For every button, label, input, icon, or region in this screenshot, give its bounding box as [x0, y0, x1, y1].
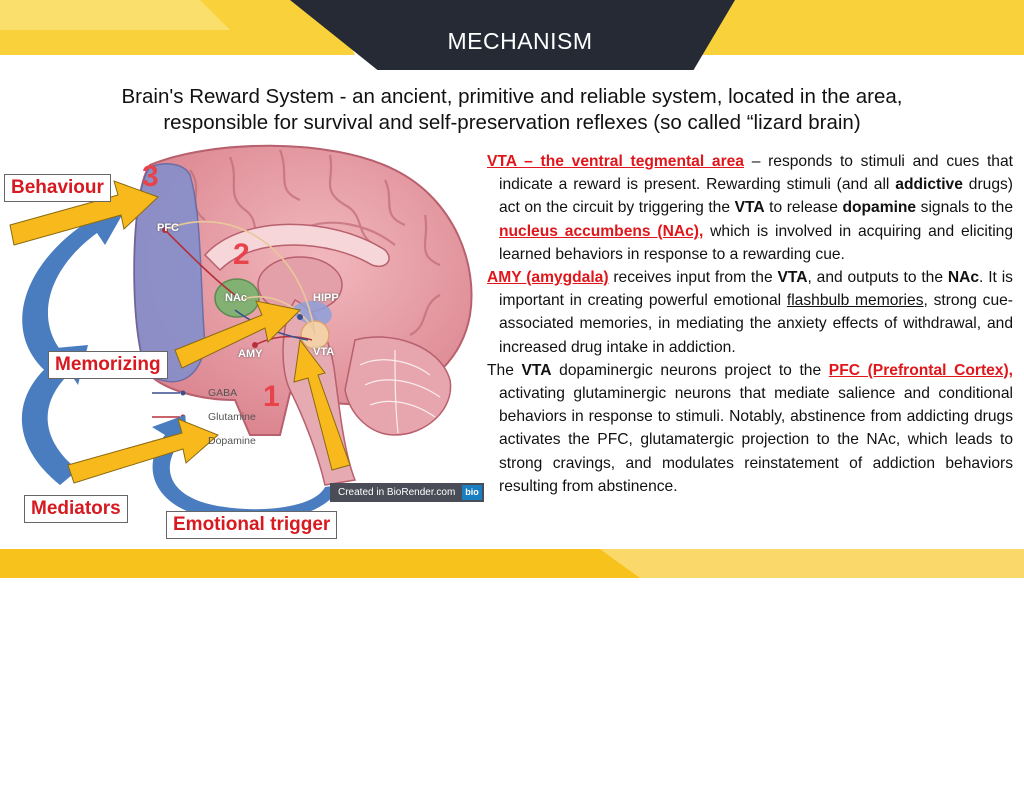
text-span: . It is important in creating powerful e… — [499, 269, 1013, 310]
text-span: dopaminergic neurons project to the — [551, 361, 829, 379]
legend-gaba: GABA — [208, 387, 238, 399]
yellow-arrow-trigger — [293, 338, 351, 471]
bold-dopamine: dopamine — [842, 199, 917, 217]
term-pfc: PFC (Prefrontal Cortex), — [828, 361, 1014, 379]
paragraph-vta: VTA – the ventral tegmental area – respo… — [487, 150, 1013, 266]
legend-dopamine: Dopamine — [208, 435, 256, 447]
bold-vta: VTA — [734, 199, 765, 217]
bold-vta: VTA — [521, 361, 552, 379]
term-amy: AMY (amygdala) — [487, 269, 609, 287]
label-nac: NAc — [225, 292, 248, 304]
blue-arrow-middle — [21, 345, 89, 485]
label-emotional-trigger: Emotional trigger — [166, 511, 338, 539]
brain-illustration — [9, 144, 473, 522]
slide: MECHANISM Brain's Reward System - an anc… — [0, 0, 1024, 578]
paragraph-pfc: The VTA dopaminergic neurons project to … — [487, 359, 1013, 498]
label-memorizing: Memorizing — [48, 351, 168, 379]
explanation-text: VTA – the ventral tegmental area – respo… — [487, 150, 1013, 498]
label-pfc: PFC — [157, 222, 179, 234]
text-span: , strong cue-associated memories, in med… — [499, 292, 1013, 356]
corpus-callosum — [203, 223, 390, 272]
term-vta: VTA – the ventral tegmental area — [487, 153, 744, 170]
text-span: to release — [764, 199, 843, 217]
blue-arrow-lower — [152, 415, 340, 522]
text-span: The — [487, 361, 522, 379]
step-number-1: 1 — [263, 380, 280, 413]
label-behaviour: Behaviour — [4, 174, 111, 202]
paragraph-amy: AMY (amygdala) receives input from the V… — [487, 266, 1013, 359]
label-hipp: HIPP — [313, 292, 339, 304]
text-span: – responds to stimuli and cues that indi… — [499, 153, 1013, 194]
yellow-arrow-behaviour — [9, 180, 159, 246]
biorender-credit: Created in BioRender.com bio — [330, 483, 484, 502]
underline-flashbulb: flashbulb memories — [786, 292, 924, 310]
bold-vta: VTA — [777, 269, 808, 287]
yellow-arrow-memorizing — [174, 300, 302, 369]
legend-glutamine: Glutamine — [208, 411, 256, 423]
slide-title: MECHANISM — [447, 28, 593, 54]
bottom-band — [0, 549, 1024, 578]
label-vta: VTA — [313, 346, 335, 358]
header-band — [0, 0, 1024, 70]
yellow-arrow-mediators — [67, 418, 219, 484]
label-mediators: Mediators — [24, 495, 128, 523]
subtitle-line-1: Brain's Reward System - an ancient, prim… — [121, 85, 903, 108]
blue-arrow-upper — [22, 207, 126, 375]
label-amy: AMY — [238, 348, 263, 360]
bold-nac: NAc — [947, 269, 980, 287]
bold-addictive: addictive — [895, 176, 963, 194]
biorender-logo: bio — [462, 485, 482, 500]
step-number-3: 3 — [142, 160, 159, 193]
text-span: which is involved in acquiring and elici… — [499, 222, 1013, 263]
text-span: activating glutaminergic neurons that me… — [499, 385, 1013, 495]
text-span: drugs) act on the circuit by triggering … — [499, 176, 1013, 217]
biorender-text: Created in BioRender.com — [338, 487, 456, 498]
text-span: , and outputs to the — [807, 269, 948, 287]
step-number-2: 2 — [233, 238, 250, 271]
subtitle-line-2: responsible for survival and self-preser… — [163, 111, 861, 134]
text-span: signals to the — [916, 199, 1013, 217]
term-nac: nucleus accumbens (NAc), — [499, 222, 704, 240]
text-span: receives input from the — [608, 269, 778, 287]
subtitle: Brain's Reward System - an ancient, prim… — [20, 84, 1004, 136]
